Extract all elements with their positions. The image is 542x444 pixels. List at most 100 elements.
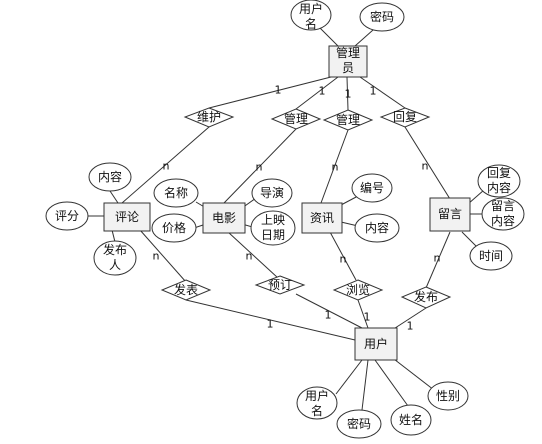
attribute-user-username-label: 用户名 xyxy=(305,388,329,418)
relationship-reply: 回复 xyxy=(379,107,431,128)
attribute-news-content-label: 内容 xyxy=(365,220,389,235)
attribute-admin-username-label: 用户名 xyxy=(299,1,323,31)
edge-admin-manage-news xyxy=(346,76,349,111)
connector-lines xyxy=(87,25,485,411)
attribute-user-password: 密码 xyxy=(336,409,382,439)
cardinality-manage-news-admin: 1 xyxy=(345,88,352,101)
edge-browse-user xyxy=(357,299,369,329)
entity-movie-label: 电影 xyxy=(212,211,236,225)
relationship-browse-label: 浏览 xyxy=(346,282,370,297)
cardinality-publish-message-message: n xyxy=(434,252,441,265)
attribute-comment-publisher: 发布人 xyxy=(93,240,137,276)
attribute-news-id-label: 编号 xyxy=(360,180,384,195)
attribute-message-reply-content: 回复内容 xyxy=(477,164,521,198)
entity-message-label: 留言 xyxy=(438,207,462,221)
relationship-reply-label: 回复 xyxy=(393,110,417,124)
edge-user-name xyxy=(374,359,409,407)
edge-message-reply-content xyxy=(467,189,485,205)
edge-comment-publisher xyxy=(111,229,116,243)
attribute-comment-content: 内容 xyxy=(88,162,132,192)
relationship-manage-news-label: 管理 xyxy=(336,112,360,127)
entity-news-label: 资讯 xyxy=(310,211,334,225)
attribute-movie-name-label: 名称 xyxy=(164,185,188,200)
entity-admin-label: 管理员 xyxy=(336,45,360,75)
cardinality-manage-news-news: n xyxy=(332,161,339,174)
entity-news: 资讯 xyxy=(301,202,343,234)
edge-user-password xyxy=(361,359,369,411)
attribute-movie-release-date: 上映日期 xyxy=(250,210,296,246)
edge-admin-username xyxy=(317,25,339,47)
attribute-admin-username: 用户名 xyxy=(290,0,332,31)
cardinality-publish-message-user: 1 xyxy=(407,320,414,333)
attribute-message-time-label: 时间 xyxy=(479,249,503,263)
attribute-message-reply-content-label: 回复内容 xyxy=(487,166,511,195)
attribute-movie-price: 价格 xyxy=(151,213,197,243)
relationship-publish-comment: 发表 xyxy=(160,279,212,301)
attribute-news-content: 内容 xyxy=(354,213,400,243)
attribute-movie-price-label: 价格 xyxy=(162,220,186,235)
relationship-publish-comment-label: 发表 xyxy=(174,282,198,297)
edge-user-gender xyxy=(389,355,435,391)
edge-reply-message xyxy=(404,126,451,200)
attribute-movie-director-label: 导演 xyxy=(260,185,284,200)
attribute-admin-password: 密码 xyxy=(359,2,405,32)
edge-maintain-comment xyxy=(121,126,210,204)
edge-comment-publish xyxy=(139,229,187,283)
edge-news-browse xyxy=(329,231,357,281)
cardinality-reply-admin: 1 xyxy=(370,85,377,98)
attribute-comment-score-label: 评分 xyxy=(55,209,79,223)
relationship-browse: 浏览 xyxy=(332,279,384,301)
attribute-user-username: 用户名 xyxy=(296,386,338,420)
edge-publish-message-user xyxy=(391,307,427,331)
edge-manage-news-news xyxy=(320,129,349,204)
relationship-maintain-label: 维护 xyxy=(197,110,221,124)
edge-publish-user xyxy=(185,299,356,341)
entity-comment-label: 评论 xyxy=(115,210,139,224)
attribute-user-gender: 性别 xyxy=(427,381,469,411)
attribute-movie-director: 导演 xyxy=(251,178,293,208)
entity-message: 留言 xyxy=(429,197,471,232)
entity-comment: 评论 xyxy=(103,202,151,232)
cardinality-reply-message: n xyxy=(422,160,429,173)
attribute-admin-password-label: 密码 xyxy=(370,9,394,24)
cardinality-manage-movie-admin: 1 xyxy=(319,85,326,98)
relationship-publish-message-label: 发布 xyxy=(414,289,438,304)
edge-news-id xyxy=(340,195,359,206)
edge-message-publish xyxy=(425,231,451,289)
edge-admin-password xyxy=(354,29,374,47)
attribute-user-name-label: 姓名 xyxy=(399,412,423,427)
relationship-manage-news: 管理 xyxy=(322,109,374,131)
relationship-manage-movie: 管理 xyxy=(270,108,322,130)
edge-admin-maintain xyxy=(208,76,332,109)
edge-movie-reserve xyxy=(227,231,279,279)
attribute-comment-score: 评分 xyxy=(45,201,89,231)
cardinality-reserve-user: 1 xyxy=(325,309,332,322)
edge-user-username xyxy=(335,359,363,395)
edge-manage-movie-movie xyxy=(223,128,297,204)
attribute-movie-name: 名称 xyxy=(153,178,199,208)
edge-admin-manage-movie xyxy=(295,76,339,110)
attribute-message-content: 留言内容 xyxy=(481,197,525,231)
cardinality-browse-user: 1 xyxy=(364,311,371,324)
attribute-comment-content-label: 内容 xyxy=(98,169,122,184)
cardinality-browse-news: n xyxy=(340,253,347,266)
edge-comment-content xyxy=(109,190,119,204)
attribute-message-content-label: 留言内容 xyxy=(491,199,515,228)
entity-admin: 管理员 xyxy=(328,45,368,78)
cardinality-maintain-admin: 1 xyxy=(275,84,282,97)
attribute-movie-release-date-label: 上映日期 xyxy=(261,213,285,242)
cardinality-labels: 1 1 1 1 n n n n n n n n 1 1 1 1 xyxy=(153,84,441,333)
relationship-reserve-label: 预订 xyxy=(268,278,292,292)
attribute-news-id: 编号 xyxy=(351,173,393,203)
attribute-user-password-label: 密码 xyxy=(347,416,371,431)
cardinality-reserve-movie: n xyxy=(246,250,253,263)
cardinality-publish-comment-comment: n xyxy=(153,250,160,263)
entity-user: 用户 xyxy=(354,327,398,361)
entity-movie: 电影 xyxy=(202,202,246,234)
attribute-message-time: 时间 xyxy=(469,241,513,271)
cardinality-manage-movie-movie: n xyxy=(256,161,263,174)
edge-admin-reply xyxy=(359,76,406,109)
relationship-reserve: 预订 xyxy=(254,275,306,295)
relationship-manage-movie-label: 管理 xyxy=(284,111,308,126)
